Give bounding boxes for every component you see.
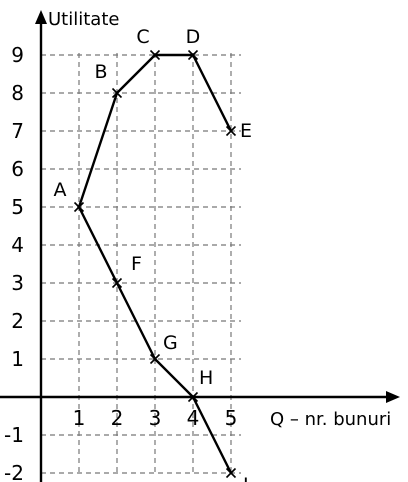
point-marker-g [149, 353, 161, 365]
point-marker-h [187, 391, 199, 403]
y-tick-label: 6 [11, 157, 24, 181]
y-tick-label: -2 [4, 461, 24, 482]
y-tick-label: 2 [11, 309, 24, 333]
point-label-b: B [94, 61, 107, 83]
point-marker-f [111, 277, 123, 289]
grid-layer [41, 53, 241, 475]
y-tick-label: 7 [11, 119, 24, 143]
y-tick-label: 9 [11, 43, 24, 67]
point-label-e: E [240, 120, 252, 142]
point-label-c: C [136, 26, 149, 48]
point-marker-e [225, 125, 237, 137]
x-tick-label: 4 [187, 406, 200, 430]
x-tick-label: 2 [111, 406, 124, 430]
series-layer [73, 49, 237, 479]
axis-layer [0, 10, 400, 482]
point-label-f: F [131, 253, 142, 275]
point-label-a: A [54, 179, 67, 201]
x-tick-label: 1 [73, 406, 86, 430]
y-axis-title: Utilitate [48, 9, 119, 30]
x-tick-label: 5 [225, 406, 238, 430]
y-tick-label: 3 [11, 271, 24, 295]
x-tick-label: 3 [149, 406, 162, 430]
x-axis-arrow [386, 391, 400, 403]
y-tick-label: -1 [4, 423, 24, 447]
point-marker-c [149, 49, 161, 61]
y-axis-arrow [35, 10, 47, 24]
y-tick-label: 1 [11, 347, 24, 371]
y-tick-label: 5 [11, 195, 24, 219]
point-marker-d [187, 49, 199, 61]
y-tick-label: 4 [11, 233, 24, 257]
point-label-h: H [199, 367, 213, 389]
point-label-i: I [243, 474, 249, 482]
point-marker-b [111, 87, 123, 99]
y-tick-label: 8 [11, 81, 24, 105]
label-layer: 9 8 7 6 5 4 3 2 1 -1 -2 1 2 3 4 5 Utilitate Q – nr. bunur… [4, 9, 391, 482]
point-marker-i [225, 467, 237, 479]
point-label-g: G [163, 332, 178, 354]
point-label-d: D [186, 26, 201, 48]
x-axis-title: Q – nr. bunuri [270, 409, 391, 430]
point-marker-a [73, 201, 85, 213]
